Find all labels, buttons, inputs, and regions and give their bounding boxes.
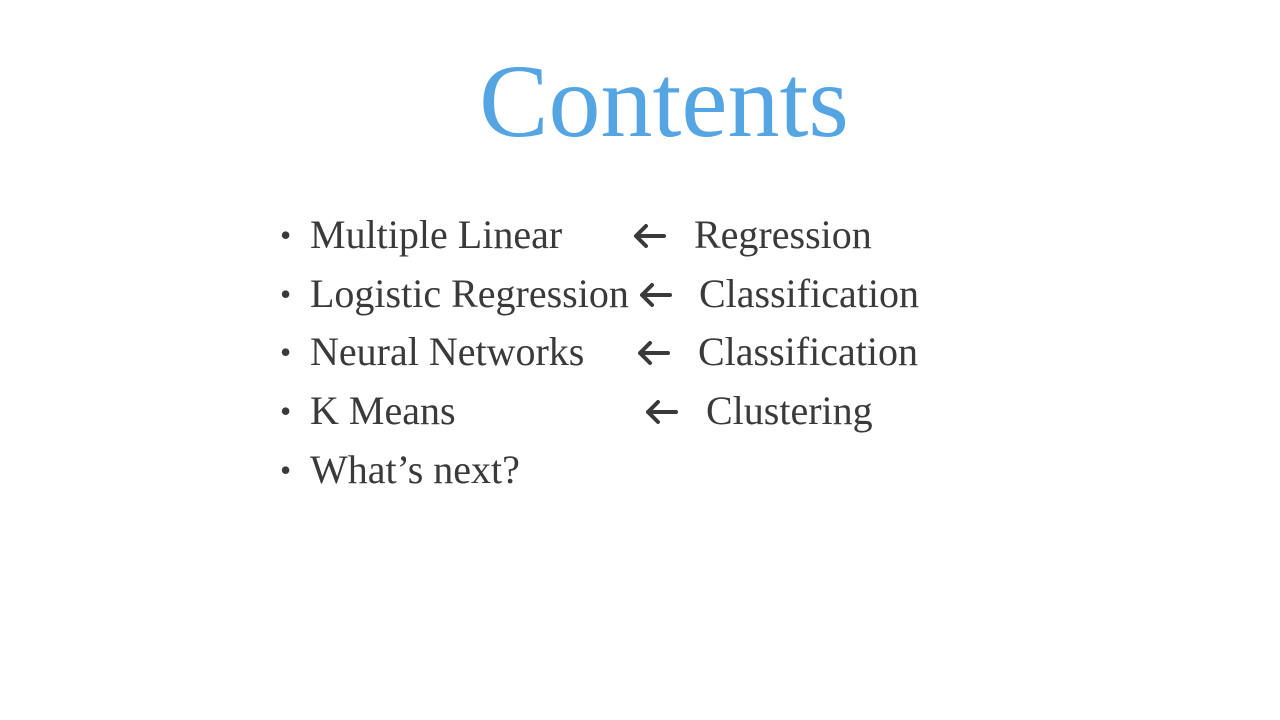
item-category: Regression [694,212,872,257]
left-arrow-icon [636,340,670,366]
slide-title: Contents [479,44,849,159]
item-label: K Means [310,388,456,433]
left-arrow-icon [638,282,672,308]
item-category: Classification [698,329,918,374]
item-label: Neural Networks [310,329,585,374]
bullet: • [280,276,292,312]
item-category: Clustering [706,388,873,433]
bullet: • [280,452,292,488]
bullet: • [280,393,292,429]
item-category: Classification [699,271,919,316]
item-label: What’s next? [310,447,520,492]
left-arrow-icon [644,399,678,425]
bullet: • [280,217,292,253]
left-arrow-icon [632,223,666,249]
item-label: Logistic Regression [310,271,629,316]
item-label: Multiple Linear [310,212,563,257]
bullet: • [280,334,292,370]
